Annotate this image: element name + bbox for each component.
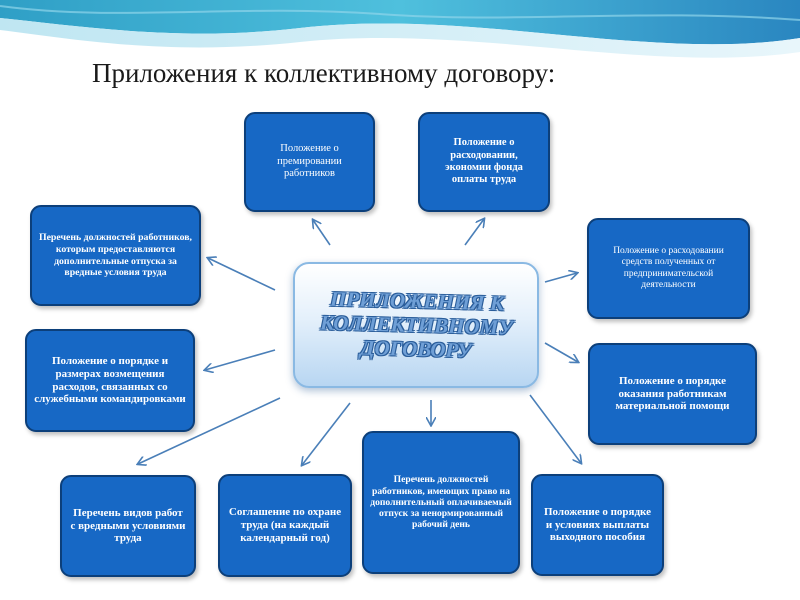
box-bonus-text: Положение о премировании работников	[277, 143, 342, 180]
box-harmful-works-text: Перечень видов работ с вредными условиям…	[70, 506, 186, 545]
center-label: ПРИЛОЖЕНИЯ К КОЛЛЕКТИВНОМУ ДОГОВОРУ	[319, 286, 513, 363]
box-harmful-works: Перечень видов работ с вредными условиям…	[60, 475, 196, 577]
box-irregular-day: Перечень должностей работников, имеющих …	[362, 431, 520, 574]
arrow-to-entrepreneurial	[544, 273, 577, 283]
box-labor-protection: Соглашение по охране труда (на каждый ка…	[218, 474, 352, 577]
arrow-to-harmful-positions	[208, 258, 276, 291]
wave-banner	[0, 0, 800, 58]
box-labor-protection-text: Соглашение по охране труда (на каждый ка…	[228, 506, 342, 544]
center-node: ПРИЛОЖЕНИЯ К КОЛЛЕКТИВНОМУ ДОГОВОРУ	[293, 262, 539, 388]
arrow-to-business-trips	[205, 349, 276, 370]
arrow-to-bonus	[313, 220, 331, 246]
box-expenses-economy: Положение о расходовании, экономии фонда…	[418, 112, 550, 212]
arrow-to-expenses-economy	[464, 219, 484, 246]
arrow-to-labor-protection	[302, 402, 351, 465]
box-harmful-positions-text: Перечень должностей работников, которым …	[38, 232, 193, 279]
box-business-trips-text: Положение о порядке и размерах возмещени…	[34, 354, 186, 406]
arrow-to-harmful-works	[138, 397, 281, 464]
box-business-trips: Положение о порядке и размерах возмещени…	[25, 329, 195, 432]
box-material-aid: Положение о порядке оказания работникам …	[588, 343, 757, 445]
box-harmful-positions: Перечень должностей работников, которым …	[30, 205, 201, 306]
box-entrepreneurial: Положение о расходовании средств получен…	[587, 218, 750, 319]
box-entrepreneurial-text: Положение о расходовании средств получен…	[613, 246, 724, 290]
box-expenses-economy-text: Положение о расходовании, экономии фонда…	[445, 137, 523, 186]
box-severance-text: Положение о порядке и условиях выплаты в…	[544, 505, 651, 544]
page-title: Приложения к коллективному договору:	[92, 58, 556, 88]
box-severance: Положение о порядке и условиях выплаты в…	[531, 474, 664, 576]
box-bonus-regulation: Положение о премировании работников	[244, 112, 375, 212]
arrow-to-material-aid	[544, 342, 578, 362]
box-material-aid-text: Положение о порядке оказания работникам …	[615, 374, 730, 413]
box-irregular-day-text: Перечень должностей работников, имеющих …	[370, 474, 512, 531]
arrow-to-severance	[529, 394, 581, 463]
